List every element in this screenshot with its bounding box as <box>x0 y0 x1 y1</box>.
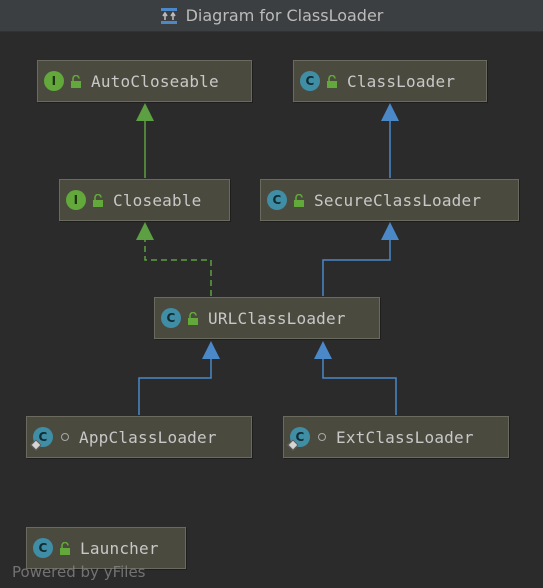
package-private-icon <box>318 433 326 441</box>
node-secureclassloader[interactable]: C SecureClassLoader <box>260 179 519 221</box>
node-closeable[interactable]: I Closeable <box>59 179 230 221</box>
node-urlclassloader[interactable]: C URLClassLoader <box>154 297 380 339</box>
edge-closeable-autocloseable <box>136 103 154 178</box>
edge-extclassloader-urlclassloader <box>314 341 397 415</box>
edge-urlclassloader-secureclassloader <box>322 222 399 296</box>
node-label: ExtClassLoader <box>336 427 474 447</box>
node-label: ClassLoader <box>347 71 456 91</box>
class-icon: C <box>161 308 181 328</box>
node-label: Launcher <box>80 538 159 558</box>
class-icon: C <box>300 71 320 91</box>
title-bar: Diagram for ClassLoader <box>0 0 543 32</box>
node-autocloseable[interactable]: I AutoCloseable <box>37 60 252 102</box>
class-icon: C <box>267 190 287 210</box>
edge-secureclassloader-classloader <box>381 103 399 178</box>
class-icon: C <box>33 538 53 558</box>
unlocked-icon <box>58 541 72 555</box>
node-label: AutoCloseable <box>91 71 219 91</box>
edge-urlclassloader-closeable <box>136 222 212 296</box>
unlocked-icon <box>186 311 200 325</box>
node-label: SecureClassLoader <box>314 190 482 210</box>
edge-appclassloader-urlclassloader <box>138 341 220 415</box>
diagram-title: Diagram for ClassLoader <box>185 6 384 25</box>
class-icon-letter: C <box>295 430 305 444</box>
interface-icon: I <box>66 190 86 210</box>
package-private-icon <box>61 433 69 441</box>
node-classloader[interactable]: C ClassLoader <box>293 60 487 102</box>
node-extclassloader[interactable]: C ExtClassLoader <box>283 416 509 458</box>
node-label: URLClassLoader <box>208 308 346 328</box>
unlocked-icon <box>292 193 306 207</box>
unlocked-icon <box>325 74 339 88</box>
node-launcher[interactable]: C Launcher <box>26 527 186 569</box>
diagram-icon <box>160 7 178 25</box>
node-label: Closeable <box>113 190 202 210</box>
interface-icon: I <box>44 71 64 91</box>
unlocked-icon <box>91 193 105 207</box>
class-icon: C <box>30 427 53 451</box>
class-icon: C <box>287 427 310 451</box>
node-label: AppClassLoader <box>79 427 217 447</box>
node-appclassloader[interactable]: C AppClassLoader <box>26 416 252 458</box>
unlocked-icon <box>69 74 83 88</box>
powered-by-watermark: Powered by yFiles <box>12 563 146 581</box>
class-icon-letter: C <box>38 430 48 444</box>
